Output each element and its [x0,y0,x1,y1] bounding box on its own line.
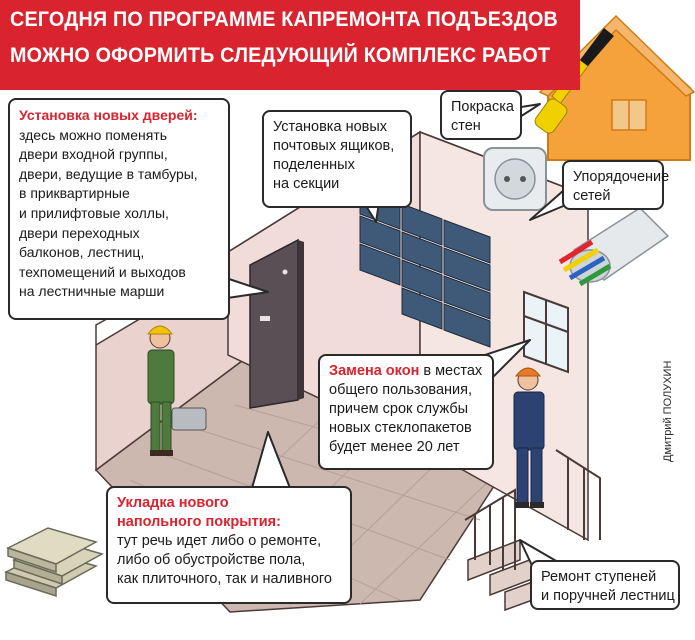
callout-windows-line: новых стеклопакетов [329,420,472,436]
callout-doors-heading: Установка новых дверей: [19,107,198,123]
callout-windows: Замена окон в местах общего пользования,… [318,354,494,470]
callout-flooring-heading: напольного покрытия: [117,514,281,530]
callout-networks: Упорядочение сетей [562,160,670,210]
callout-flooring-heading: Укладка нового [117,495,229,511]
stair-railings [464,449,601,570]
callout-doors-line: техпомещений и выходов [19,263,186,280]
callout-windows-heading-tail: в местах [419,363,483,379]
mailbox-block [359,187,491,348]
callout-mailboxes-line: поделенных [273,157,355,173]
callout-doors-line: на лестничные марши [19,283,165,300]
headline-line-2: МОЖНО ОФОРМИТЬ СЛЕДУЮЩИЙ КОМПЛЕКС РАБОТ [10,44,551,67]
callout-flooring-line: либо об обустройстве пола, [117,552,306,568]
callout-doors-line: здесь можно поменять [19,126,168,143]
callout-windows-first-line: Замена окон в местах [329,362,483,381]
callout-mailboxes-line: на секции [273,176,340,192]
callout-doors: Установка новых дверей: здесь можно поме… [8,98,230,320]
callout-painting: Покраска стен [440,90,522,140]
cable-icon [558,207,670,287]
callout-doors-line: и прилифтовые холлы, [19,204,169,221]
callout-windows-line: причем срок службы [329,401,469,417]
wall-socket-icon [483,147,547,211]
callout-doors-line: двери переходных [19,224,140,241]
callout-flooring-line: тут речь идет либо о ремонте, [117,533,322,549]
callout-mailboxes-line: Установка новых [273,119,388,135]
callout-doors-line: двери, ведущие в тамбуры, [19,165,198,182]
callout-doors-line: балконов, лестниц, [19,244,145,261]
entrance-door [249,238,304,409]
worker-in-uniform [513,367,545,508]
callout-windows-heading: Замена окон [329,363,420,379]
worker-with-toolbox [146,325,207,456]
callout-stairs-line: и поручней лестниц [541,588,675,604]
callout-mailboxes: Установка новых почтовых ящиков, поделен… [262,110,412,208]
callout-stairs-line: Ремонт ступеней [541,569,657,585]
callout-flooring: Укладка нового напольного покрытия: тут … [106,486,352,604]
callout-painting-line: Покраска [451,99,514,115]
callout-stairs: Ремонт ступеней и поручней лестниц [530,560,680,610]
headline-line-1: СЕГОДНЯ ПО ПРОГРАММЕ КАПРЕМОНТА ПОДЪЕЗДО… [10,8,558,31]
callout-networks-line: Упорядочение [573,169,670,185]
callout-doors-line: двери входной группы, [19,146,168,163]
callout-flooring-line: как плиточного, так и наливного [117,571,332,587]
callout-networks-line: сетей [573,188,611,204]
headline-banner: СЕГОДНЯ ПО ПРОГРАММЕ КАПРЕМОНТА ПОДЪЕЗДО… [0,0,580,90]
stairwell-window [523,290,569,374]
callout-windows-line: будет менее 20 лет [329,439,460,455]
callout-painting-line: стен [451,118,481,134]
callout-doors-line: в приквартирные [19,185,130,202]
illustrator-credit: Дмитрий ПОЛУХИН [662,360,674,462]
callout-mailboxes-line: почтовых ящиков, [273,138,395,154]
callout-windows-line: общего пользования, [329,382,473,398]
floor-tiles-stack-icon [4,527,104,598]
